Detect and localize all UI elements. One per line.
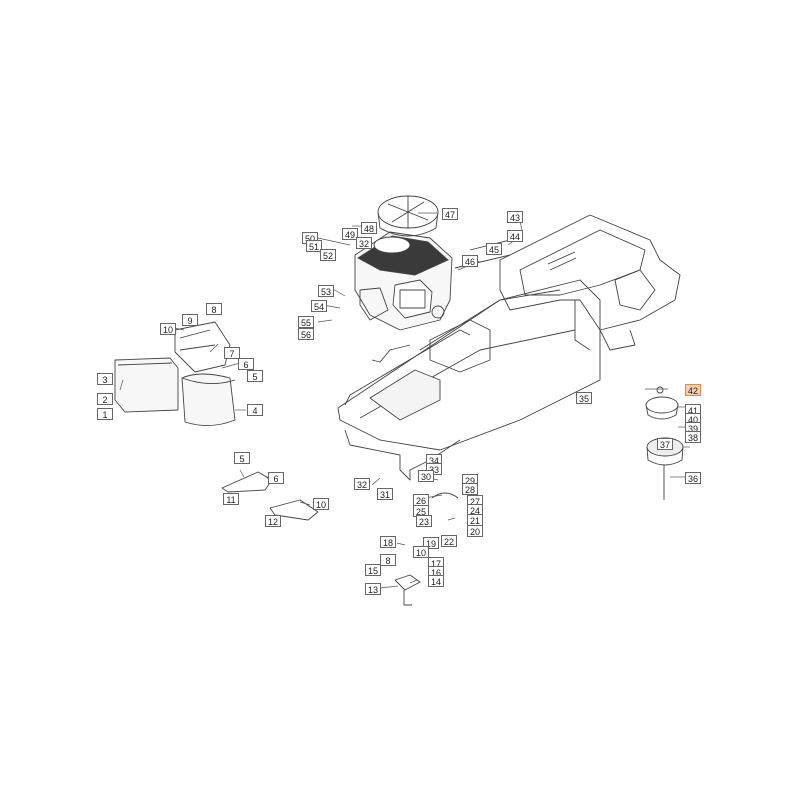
callout-32[interactable]: 32 xyxy=(356,237,372,249)
callout-20[interactable]: 20 xyxy=(467,525,483,537)
callout-37[interactable]: 37 xyxy=(657,438,673,450)
callout-13[interactable]: 13 xyxy=(365,583,381,595)
fan-grille-drawing xyxy=(377,195,439,237)
callout-47[interactable]: 47 xyxy=(442,208,458,220)
callout-5[interactable]: 5 xyxy=(234,452,250,464)
callout-35[interactable]: 35 xyxy=(576,392,592,404)
callout-5[interactable]: 5 xyxy=(247,370,263,382)
callout-18[interactable]: 18 xyxy=(380,536,396,548)
callout-6[interactable]: 6 xyxy=(238,358,254,370)
callout-11[interactable]: 11 xyxy=(223,493,239,505)
callout-55[interactable]: 55 xyxy=(298,316,314,328)
callout-10[interactable]: 10 xyxy=(160,323,176,335)
callout-10[interactable]: 10 xyxy=(313,498,329,510)
callout-49[interactable]: 49 xyxy=(342,228,358,240)
callout-56[interactable]: 56 xyxy=(298,328,314,340)
callout-38[interactable]: 38 xyxy=(685,431,701,443)
callout-31[interactable]: 31 xyxy=(377,488,393,500)
callout-48[interactable]: 48 xyxy=(361,222,377,234)
callout-52[interactable]: 52 xyxy=(320,249,336,261)
callout-42[interactable]: 42 xyxy=(685,384,701,396)
callout-54[interactable]: 54 xyxy=(311,300,327,312)
chassis-frame-drawing xyxy=(337,214,681,481)
callout-10[interactable]: 10 xyxy=(413,546,429,558)
callout-9[interactable]: 9 xyxy=(182,314,198,326)
callout-45[interactable]: 45 xyxy=(486,243,502,255)
callout-23[interactable]: 23 xyxy=(416,515,432,527)
engine-drawing xyxy=(354,231,453,331)
callout-14[interactable]: 14 xyxy=(428,575,444,587)
callout-30[interactable]: 30 xyxy=(418,470,434,482)
callout-1[interactable]: 1 xyxy=(97,408,113,420)
callout-3[interactable]: 3 xyxy=(97,373,113,385)
tank-and-bracket-drawing xyxy=(114,321,236,426)
callout-8[interactable]: 8 xyxy=(206,303,222,315)
callout-53[interactable]: 53 xyxy=(318,285,334,297)
callout-44[interactable]: 44 xyxy=(507,230,523,242)
callout-32[interactable]: 32 xyxy=(354,478,370,490)
callout-51[interactable]: 51 xyxy=(306,240,322,252)
callout-15[interactable]: 15 xyxy=(365,564,381,576)
callout-7[interactable]: 7 xyxy=(224,347,240,359)
callout-4[interactable]: 4 xyxy=(247,404,263,416)
callout-43[interactable]: 43 xyxy=(507,211,523,223)
callout-46[interactable]: 46 xyxy=(462,255,478,267)
callout-8[interactable]: 8 xyxy=(380,554,396,566)
callout-12[interactable]: 12 xyxy=(265,515,281,527)
callout-6[interactable]: 6 xyxy=(268,472,284,484)
callout-22[interactable]: 22 xyxy=(441,535,457,547)
callout-36[interactable]: 36 xyxy=(685,472,701,484)
callout-28[interactable]: 28 xyxy=(462,483,478,495)
callout-2[interactable]: 2 xyxy=(97,393,113,405)
